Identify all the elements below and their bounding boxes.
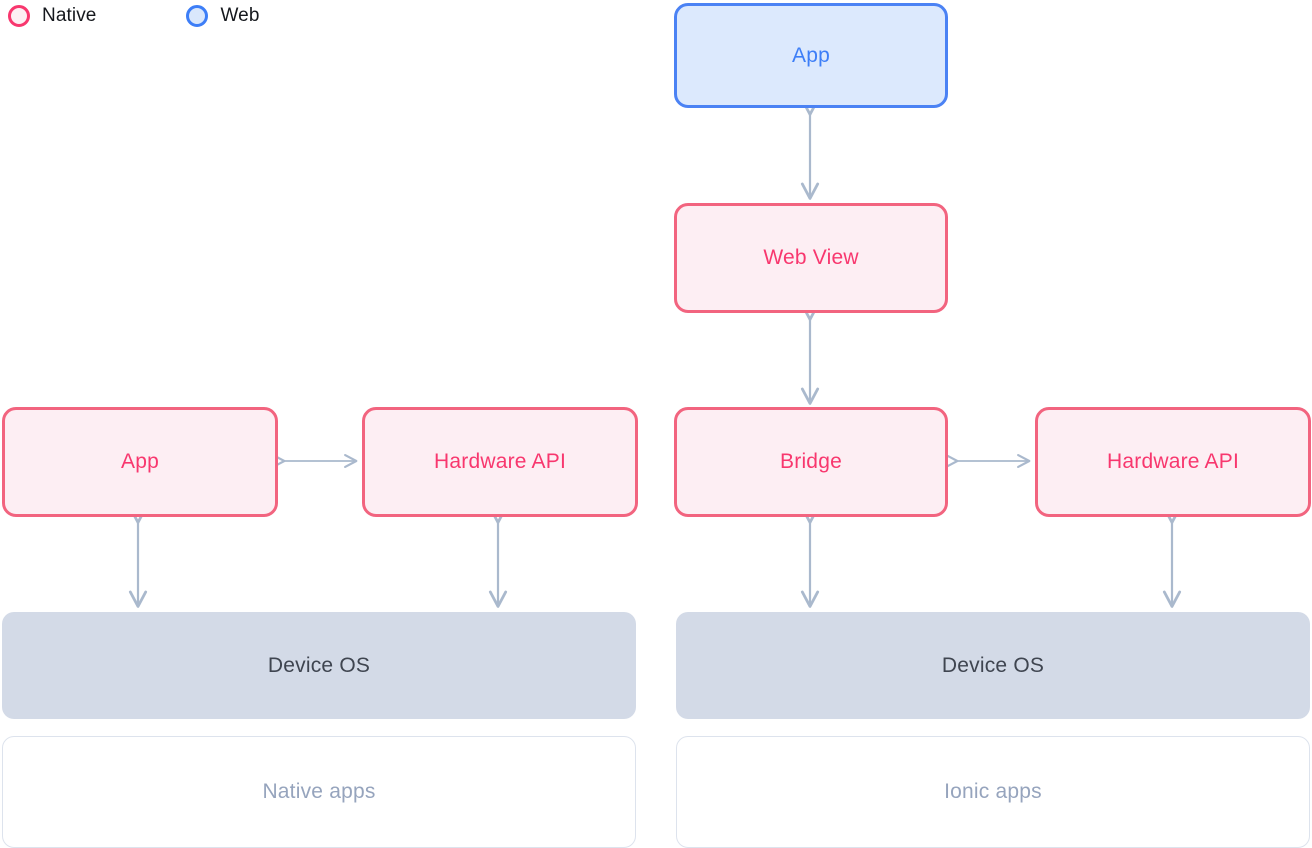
box-native-app[interactable]: App bbox=[2, 407, 278, 517]
box-label: Hardware API bbox=[434, 450, 566, 473]
box-native-apps-caption[interactable]: Native apps bbox=[2, 736, 636, 848]
box-native-hardware-api[interactable]: Hardware API bbox=[362, 407, 638, 517]
box-label: Bridge bbox=[780, 450, 842, 473]
box-label: Web View bbox=[763, 246, 859, 269]
legend-label-web: Web bbox=[220, 5, 260, 26]
box-ionic-app[interactable]: App bbox=[674, 3, 948, 108]
box-label: Native apps bbox=[262, 780, 376, 803]
legend: Native Web bbox=[0, 0, 260, 32]
circle-outline-icon bbox=[8, 5, 30, 27]
box-label: App bbox=[121, 450, 159, 473]
legend-item-native: Native bbox=[8, 5, 96, 27]
box-label: Ionic apps bbox=[944, 780, 1042, 803]
box-web-view[interactable]: Web View bbox=[674, 203, 948, 313]
box-native-device-os[interactable]: Device OS bbox=[2, 612, 636, 719]
circle-outline-icon bbox=[186, 5, 209, 27]
box-label: Hardware API bbox=[1107, 450, 1239, 473]
box-ionic-apps-caption[interactable]: Ionic apps bbox=[676, 736, 1310, 848]
box-ionic-device-os[interactable]: Device OS bbox=[676, 612, 1310, 719]
box-ionic-hardware-api[interactable]: Hardware API bbox=[1035, 407, 1311, 517]
box-label: App bbox=[792, 43, 830, 67]
box-label: Device OS bbox=[267, 653, 371, 677]
box-label: Device OS bbox=[941, 653, 1045, 677]
box-bridge[interactable]: Bridge bbox=[674, 407, 948, 517]
legend-item-web: Web bbox=[186, 5, 259, 27]
legend-label-native: Native bbox=[42, 5, 97, 26]
